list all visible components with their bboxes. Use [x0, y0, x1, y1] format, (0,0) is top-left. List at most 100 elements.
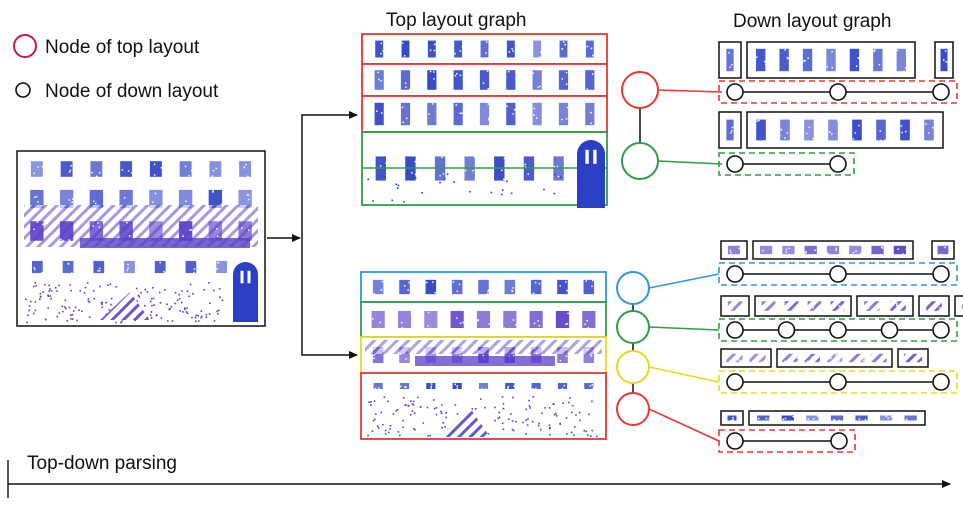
facade-speck	[785, 251, 787, 253]
top-layout-graph-title: Top layout graph	[386, 10, 527, 31]
branch-b-link	[648, 366, 720, 383]
facade-window	[59, 221, 74, 241]
facade-speck	[126, 221, 128, 224]
facade-speck	[401, 327, 404, 329]
door-slot	[585, 149, 589, 164]
branch-b-row-1	[360, 271, 607, 303]
facade-window	[209, 161, 222, 177]
facade-dot	[541, 412, 543, 415]
branch-a-crops-2	[718, 111, 944, 149]
facade-speck	[566, 289, 568, 292]
facade-dot	[184, 307, 186, 310]
facade-windows	[727, 415, 737, 422]
facade-dot	[578, 411, 581, 414]
facade-speck	[765, 417, 768, 420]
facade-dot	[501, 396, 504, 398]
facade-speck	[414, 160, 417, 163]
facade-speck	[70, 272, 73, 274]
facade-speck	[33, 172, 35, 175]
facade-speck	[591, 384, 594, 386]
facade-dot	[155, 314, 158, 317]
facade-window	[480, 40, 489, 58]
facade-speck	[487, 384, 490, 386]
facade-windows	[374, 102, 595, 127]
facade-dot	[585, 430, 587, 433]
facade-speck	[854, 132, 857, 134]
facade-dot	[414, 428, 416, 431]
branch-a-chain-2-down-node	[829, 155, 847, 173]
branch-b	[360, 240, 963, 453]
facade-window	[30, 221, 44, 241]
facade-speck	[862, 361, 864, 363]
facade-speck	[458, 283, 461, 286]
facade-dot	[47, 295, 50, 297]
facade-speck	[881, 247, 884, 249]
facade-speck	[401, 321, 403, 324]
facade-speck	[195, 261, 198, 263]
branch-b-chain-3-down-node	[932, 373, 950, 391]
facade-speck	[762, 249, 764, 252]
facade-window	[30, 161, 43, 177]
branch-b-row-4-hatch-shape	[440, 408, 490, 437]
facade-window	[726, 353, 743, 363]
facade-window	[802, 48, 813, 72]
facade-window	[30, 189, 44, 209]
facade-window	[529, 310, 543, 329]
facade-dot	[568, 401, 570, 404]
facade-dot	[26, 321, 28, 324]
facade-speck	[461, 112, 463, 115]
facade-speck	[806, 132, 808, 135]
branch-a-chain-1-down-node	[932, 83, 950, 101]
facade-speck	[830, 133, 833, 135]
facade-speck	[831, 51, 833, 53]
facade-dot	[191, 316, 193, 319]
facade-dot	[372, 200, 374, 202]
facade-speck	[567, 312, 569, 315]
facade-window	[849, 245, 862, 255]
facade-dot	[197, 320, 200, 322]
facade-dot	[185, 311, 188, 313]
facade-dot	[63, 306, 66, 308]
branch-a-crops-2-crop	[746, 111, 944, 149]
facade-speck	[757, 417, 760, 420]
facade-dot	[99, 285, 101, 288]
facade-dot	[487, 433, 490, 435]
facade-speck	[67, 262, 69, 265]
facade-dot	[549, 426, 551, 429]
branch-a-link-1	[657, 89, 723, 93]
facade-speck	[152, 201, 154, 203]
facade-dot	[402, 397, 405, 399]
facade-speck	[927, 132, 930, 134]
facade-speck	[784, 49, 786, 51]
facade-speck	[184, 165, 187, 168]
facade-speck	[816, 415, 819, 418]
facade-dot	[134, 319, 136, 322]
facade-speck	[248, 198, 250, 201]
facade-speck	[762, 139, 765, 142]
facade-speck	[812, 417, 815, 420]
branch-b-crops-3	[720, 348, 929, 368]
facade-speck	[512, 319, 515, 321]
facade-dot	[440, 412, 443, 415]
facade-speck	[92, 225, 95, 227]
facade-dot	[525, 419, 527, 422]
facade-dot	[27, 314, 29, 317]
branch-b-chain-4	[718, 429, 856, 453]
facade-dot	[181, 290, 184, 292]
facade-speck	[879, 309, 881, 312]
facade-window	[427, 102, 437, 126]
facade-speck	[814, 249, 816, 251]
facade-speck	[808, 126, 810, 129]
facade-window	[756, 119, 766, 141]
facade-speck	[409, 88, 411, 91]
facade-speck	[512, 113, 514, 115]
facade-dot	[184, 308, 186, 311]
facade-speck	[764, 60, 766, 63]
facade-speck	[730, 251, 732, 254]
facade-speck	[488, 118, 490, 121]
facade-window	[454, 40, 463, 58]
facade-dot	[575, 414, 577, 416]
facade-dot	[370, 401, 372, 403]
facade-speck	[189, 229, 191, 231]
facade-dot	[566, 432, 568, 435]
